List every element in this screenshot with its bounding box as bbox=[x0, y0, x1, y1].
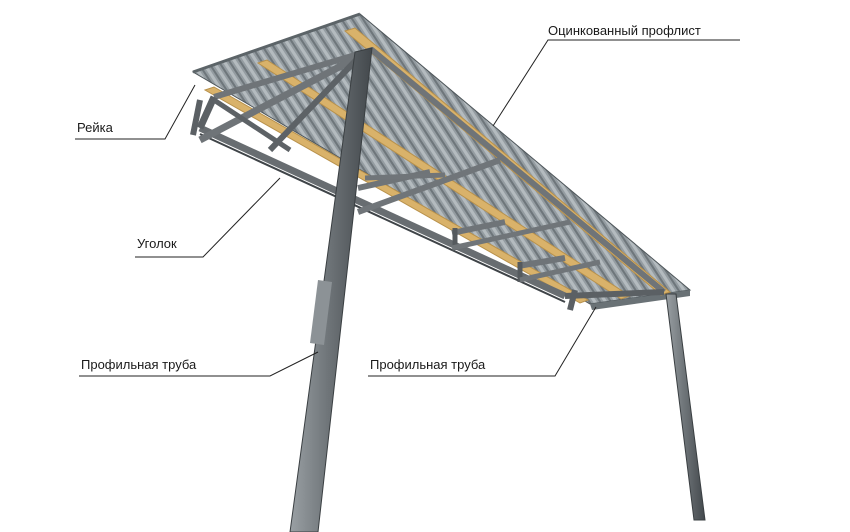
front-angle-beam bbox=[198, 124, 567, 300]
label-galvanized-sheet: Оцинкованный профлист bbox=[548, 23, 701, 38]
front-post bbox=[289, 47, 373, 532]
label-profile-tube-left: Профильная труба bbox=[81, 357, 197, 372]
rear-post bbox=[665, 293, 706, 521]
roof-sheet bbox=[191, 12, 692, 310]
leader-lines bbox=[75, 39, 740, 377]
leader-truba-left bbox=[79, 351, 319, 377]
label-profile-tube-right: Профильная труба bbox=[370, 357, 486, 372]
leader-profilist bbox=[492, 39, 740, 127]
label-angle: Уголок bbox=[137, 236, 177, 251]
leader-ugolok bbox=[135, 177, 281, 258]
leader-truba-right bbox=[368, 306, 597, 377]
leader-reika bbox=[75, 84, 196, 140]
label-batten: Рейка bbox=[77, 120, 113, 135]
